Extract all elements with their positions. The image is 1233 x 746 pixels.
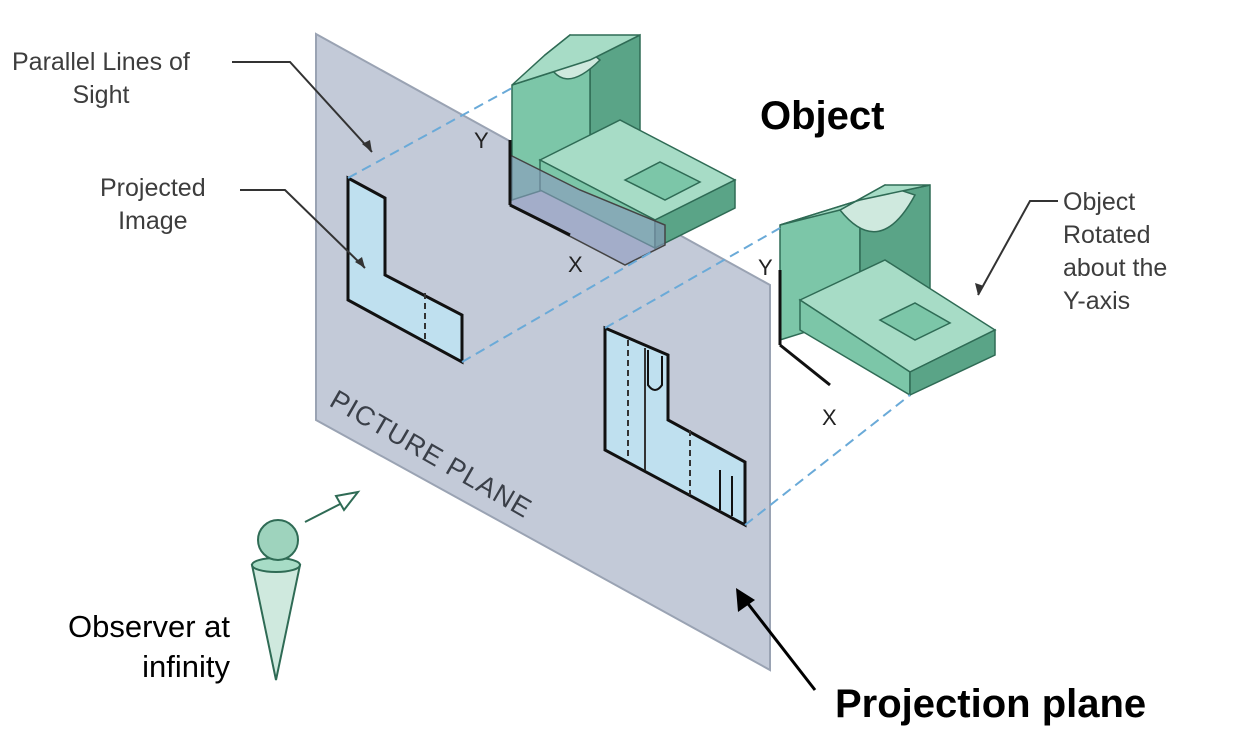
- x-axis-label-1: X: [568, 252, 583, 277]
- heading-projection-plane: Projection plane: [835, 682, 1147, 726]
- projection-plane-arrowhead: [736, 588, 755, 612]
- projected-image-2: [603, 325, 747, 528]
- x-axis-label-2: X: [822, 405, 837, 430]
- callout-parallel-lines: Parallel Lines of Sight: [12, 48, 190, 109]
- callout-object-rotated: Object Rotated about the Y-axis: [1063, 188, 1168, 315]
- observer-label: Observer at infinity: [68, 609, 230, 684]
- projected-image-1: [346, 175, 464, 365]
- projection-plane-arrow: [740, 595, 817, 691]
- y-axis-label-1: Y: [474, 128, 489, 153]
- callout-projected-image: Projected Image: [100, 174, 206, 235]
- x-axis-line-1: [509, 203, 571, 237]
- observer-arrow: [304, 490, 361, 523]
- object-upright: [511, 33, 737, 250]
- sight-lines: [347, 87, 911, 526]
- arrowhead-projected-image: [355, 257, 365, 268]
- callout-leaders: [232, 61, 1058, 296]
- arrowhead-object-rotated: [975, 283, 984, 295]
- heading-object: Object: [760, 94, 885, 138]
- object-rotated: [779, 184, 997, 397]
- arrowhead-parallel-lines: [362, 140, 372, 152]
- x-axis-line-2: [779, 343, 831, 387]
- y-axis-label-2: Y: [758, 255, 773, 280]
- observer-icon: [250, 519, 302, 681]
